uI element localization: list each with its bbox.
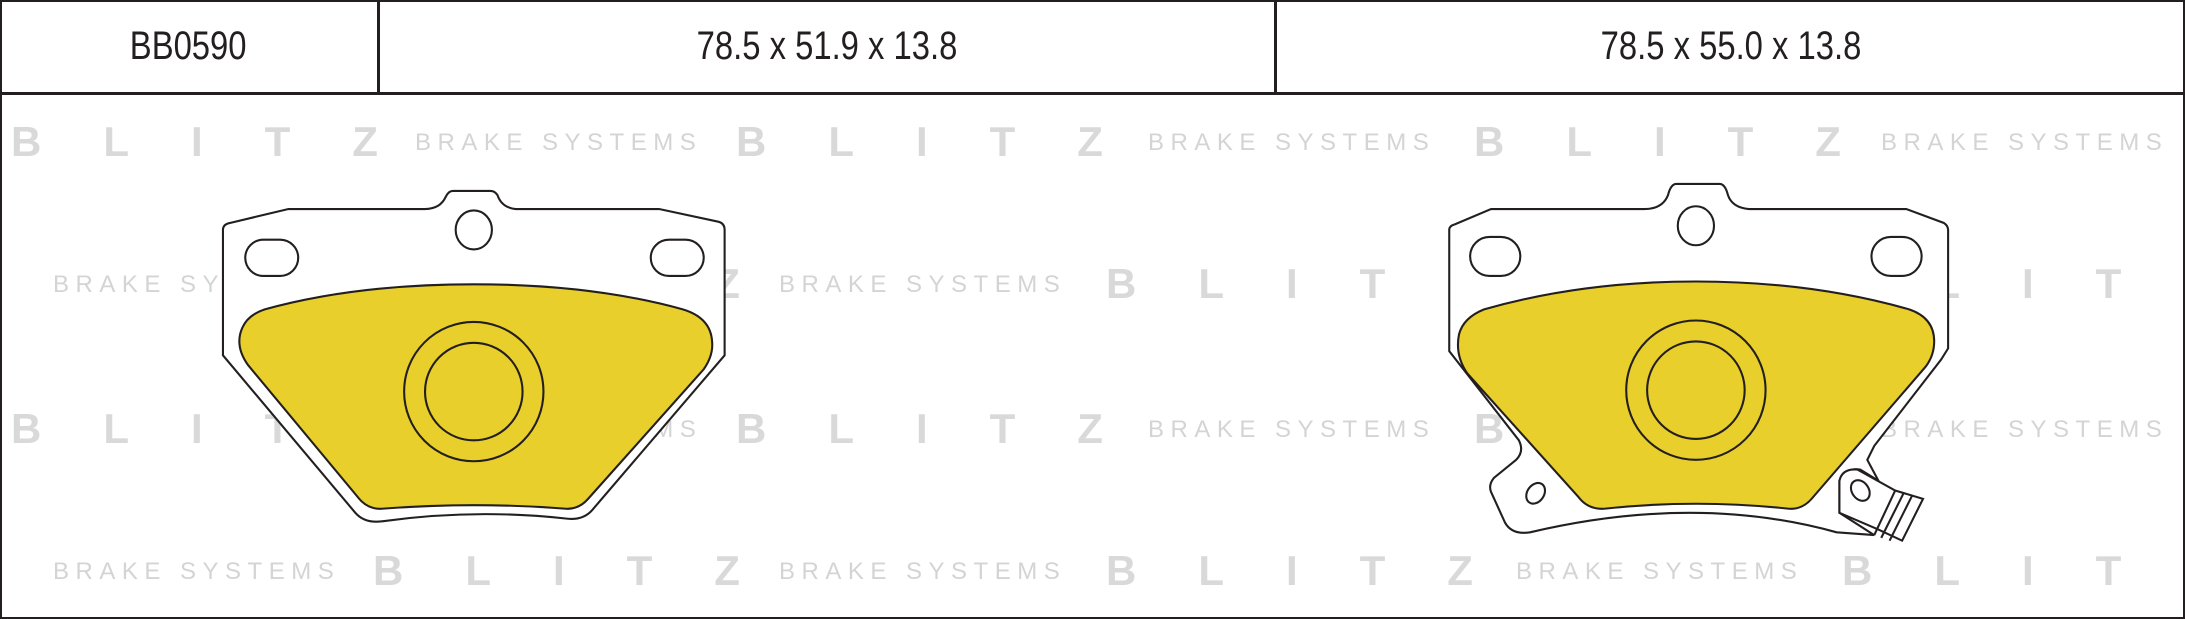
watermark-tagline: BRAKE SYSTEMS xyxy=(1516,558,1803,585)
watermark-brand: BLITZ xyxy=(736,118,1165,165)
dimensions-pad-1: 78.5 x 51.9 x 13.8 xyxy=(696,23,958,68)
watermark-tagline: BRAKE SYSTEMS xyxy=(1881,416,2168,443)
watermark-tagline: BRAKE SYSTEMS xyxy=(1881,129,2168,156)
watermark-brand: BLITZ xyxy=(736,405,1165,452)
dimensions-cell-2: 78.5 x 55.0 x 13.8 xyxy=(1277,0,2185,95)
brake-pad-1 xyxy=(221,189,726,523)
watermark-brand: BLITZ xyxy=(1474,118,1903,165)
watermark-brand: BLITZ xyxy=(1842,547,2185,594)
piston-ring-inner xyxy=(1646,340,1746,440)
watermark-brand: BLITZ xyxy=(1106,260,1535,307)
watermark-tagline: BRAKE SYSTEMS xyxy=(53,558,340,585)
mounting-slot xyxy=(649,238,705,277)
piston-ring-outer xyxy=(403,320,545,463)
watermark-tagline: BRAKE SYSTEMS xyxy=(1148,416,1435,443)
friction-material xyxy=(238,283,714,510)
watermark-brand: BLITZ xyxy=(1106,547,1535,594)
ear-hole xyxy=(1525,481,1547,505)
watermark-brand: BLITZ xyxy=(11,118,440,165)
watermark-tagline: BRAKE SYSTEMS xyxy=(779,271,1066,298)
mounting-slot xyxy=(244,238,300,277)
mounting-slot xyxy=(1870,235,1923,277)
dimensions-cell-1: 78.5 x 51.9 x 13.8 xyxy=(380,0,1277,95)
mounting-hole xyxy=(1676,205,1716,247)
brake-pad-2 xyxy=(1448,182,1950,543)
part-number-cell: BB0590 xyxy=(0,0,380,95)
watermark-tagline: BRAKE SYSTEMS xyxy=(1148,129,1435,156)
friction-material xyxy=(1456,280,1936,510)
dimensions-pad-2: 78.5 x 55.0 x 13.8 xyxy=(1600,23,1862,68)
watermark-brand: BLITZ xyxy=(373,547,802,594)
watermark-tagline: BRAKE SYSTEMS xyxy=(779,558,1066,585)
piston-ring-outer xyxy=(1625,319,1767,461)
piston-ring-inner xyxy=(423,341,524,442)
wear-sensor-lines xyxy=(1873,490,1913,542)
part-number: BB0590 xyxy=(130,23,247,68)
watermark-tagline: BRAKE SYSTEMS xyxy=(415,129,702,156)
sensor-hole xyxy=(1849,479,1871,502)
mounting-slot xyxy=(1469,235,1522,277)
mounting-hole xyxy=(454,209,493,251)
